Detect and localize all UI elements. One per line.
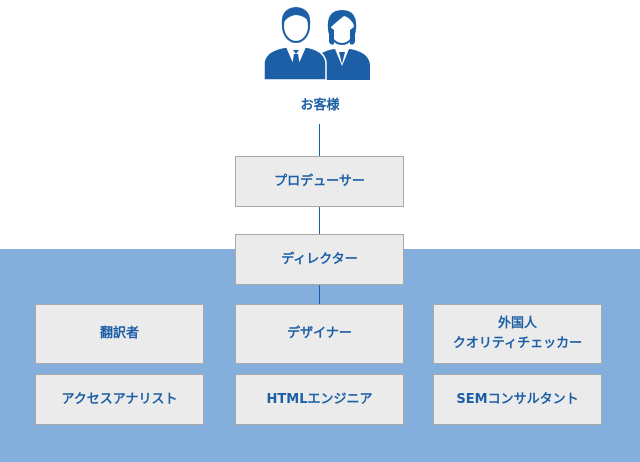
quality-checker-box: 外国人 クオリティチェッカー — [433, 304, 602, 364]
director-box: ディレクター — [235, 234, 404, 285]
customer-label: お客様 — [300, 98, 340, 113]
connector-customer-producer — [319, 124, 320, 156]
connector-director-team — [319, 284, 320, 304]
html-engineer-box: HTMLエンジニア — [235, 374, 404, 425]
quality-checker-line1: 外国人 — [497, 316, 537, 331]
access-analyst-box: アクセスアナリスト — [35, 374, 204, 425]
quality-checker-line2: クオリティチェッカー — [452, 336, 583, 351]
translator-box: 翻訳者 — [35, 304, 204, 364]
connector-producer-director — [319, 206, 320, 234]
producer-box: プロデューサー — [235, 156, 404, 207]
customers-icon — [264, 7, 370, 80]
designer-box: デザイナー — [235, 304, 404, 364]
sem-consultant-box: SEMコンサルタント — [433, 374, 602, 425]
